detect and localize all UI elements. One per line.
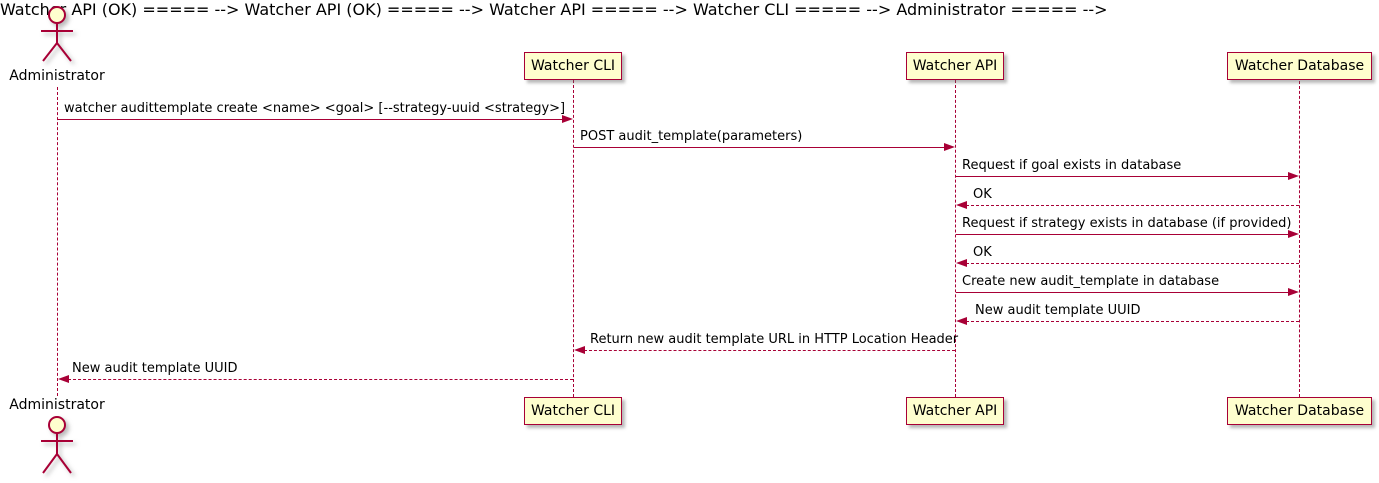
participant-label: Watcher CLI [530, 403, 616, 419]
arrowhead-icon [956, 201, 967, 209]
message-label: Request if strategy exists in database (… [962, 216, 1292, 231]
message-arrow [966, 263, 1299, 264]
message-arrow [956, 176, 1289, 177]
message-arrow [68, 379, 573, 380]
participant-watcher-cli-top: Watcher CLI [524, 52, 622, 80]
actor-label-administrator-bottom: Administrator [9, 397, 105, 413]
participant-watcher-database-top: Watcher Database [1227, 52, 1372, 80]
arrowhead-icon [944, 143, 955, 151]
arrowhead-icon [562, 115, 573, 123]
arrowhead-icon [574, 346, 585, 354]
message-label: OK [973, 245, 992, 260]
message-arrow [966, 321, 1299, 322]
message-label: Request if goal exists in database [962, 158, 1182, 173]
arrowhead-icon [956, 317, 967, 325]
arrowhead-icon [1288, 288, 1299, 296]
message-arrow [956, 234, 1289, 235]
lifeline-watcher-cli [572, 80, 574, 397]
message-label: OK [973, 187, 992, 202]
message-label: Return new audit template URL in HTTP Lo… [590, 332, 959, 347]
participant-watcher-api-bottom: Watcher API [906, 397, 1004, 425]
participant-watcher-cli-bottom: Watcher CLI [524, 397, 622, 425]
arrowhead-icon [1288, 230, 1299, 238]
actor-label-administrator-top: Administrator [9, 68, 105, 84]
lifeline-watcher-database [1298, 81, 1300, 397]
message-label: New audit template UUID [72, 361, 238, 376]
message-arrow [574, 147, 945, 148]
message-arrow [584, 350, 955, 351]
message-arrow [58, 119, 563, 120]
actor-icon [41, 6, 73, 62]
participant-watcher-api-top: Watcher API [906, 52, 1004, 80]
arrowhead-icon [58, 375, 69, 383]
message-label: watcher audittemplate create <name> <goa… [64, 101, 566, 116]
lifeline-watcher-api [954, 80, 956, 397]
participant-label: Watcher API [912, 403, 998, 419]
message-label: Create new audit_template in database [962, 274, 1220, 289]
participant-label: Watcher Database [1234, 58, 1365, 74]
message-arrow [956, 292, 1289, 293]
participant-watcher-database-bottom: Watcher Database [1227, 397, 1372, 425]
participant-label: Watcher API [912, 58, 998, 74]
arrowhead-icon [1288, 172, 1299, 180]
message-arrow [966, 205, 1299, 206]
arrowhead-icon [956, 259, 967, 267]
lifeline-administrator [56, 87, 58, 396]
message-label: New audit template UUID [975, 303, 1141, 318]
actor-icon [41, 416, 73, 474]
message-label: POST audit_template(parameters) [580, 129, 803, 144]
participant-label: Watcher Database [1234, 403, 1365, 419]
participant-label: Watcher CLI [530, 58, 616, 74]
